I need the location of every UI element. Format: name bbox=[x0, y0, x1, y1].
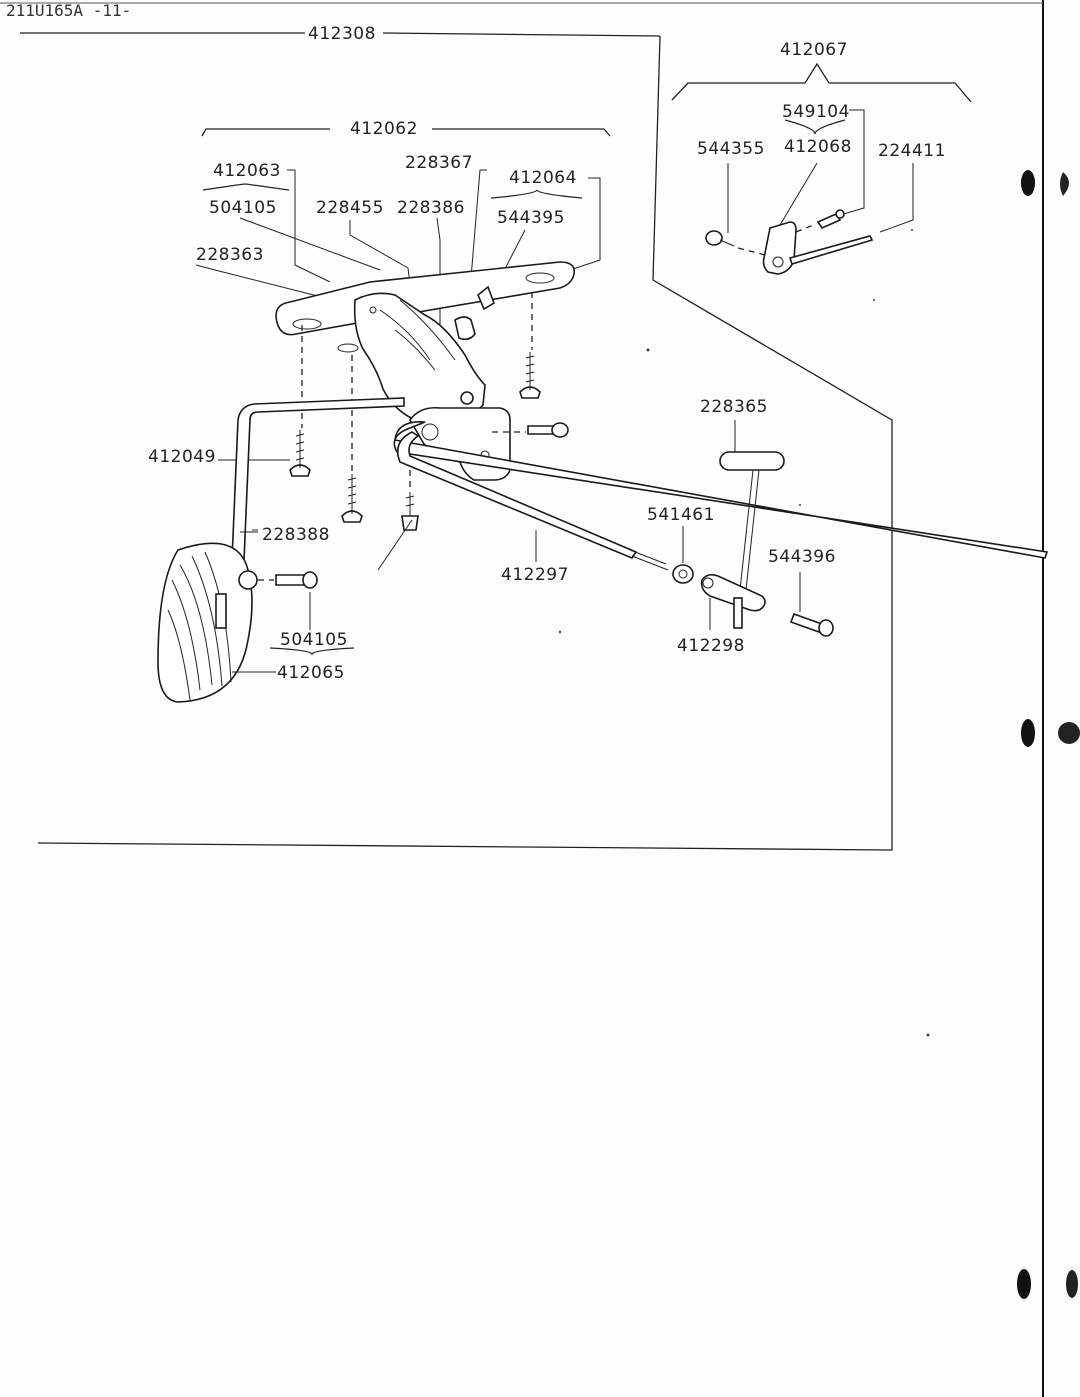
bracket-549104 bbox=[784, 109, 865, 216]
part-412298-clamp bbox=[700, 573, 766, 629]
assembly-frame-412308 bbox=[20, 32, 893, 851]
label-412062: 412062 bbox=[350, 119, 418, 139]
label-228455: 228455 bbox=[316, 198, 384, 218]
part-228386-screw bbox=[527, 422, 569, 438]
part-412068-hinge-plate bbox=[762, 221, 874, 275]
label-541461: 541461 bbox=[647, 505, 715, 525]
part-228365-t-handle bbox=[719, 451, 785, 591]
bracket-412064 bbox=[490, 189, 583, 199]
label-228386: 228386 bbox=[397, 198, 465, 218]
label-412298: 412298 bbox=[677, 636, 745, 656]
leader-228455 bbox=[349, 220, 411, 286]
leader-228367 bbox=[469, 169, 487, 291]
label-228388: 228388 bbox=[262, 525, 330, 545]
leader-412063 bbox=[287, 169, 331, 283]
label-228367: 228367 bbox=[405, 153, 473, 173]
part-412062-knee-lifter-bracket bbox=[275, 261, 576, 481]
part-541461-nut bbox=[672, 564, 694, 584]
part-544395-screw bbox=[519, 352, 541, 399]
leader-412068 bbox=[779, 162, 818, 226]
label-412067: 412067 bbox=[780, 40, 848, 60]
axis-549104 bbox=[795, 223, 817, 233]
label-544355: 544355 bbox=[697, 139, 765, 159]
bracket-412063 bbox=[202, 183, 290, 191]
label-224411: 224411 bbox=[878, 141, 946, 161]
part-544355-screw bbox=[705, 230, 735, 247]
part-412049-screw-a bbox=[289, 430, 311, 477]
bracket-412062 bbox=[201, 128, 611, 137]
label-412049: 412049 bbox=[148, 447, 216, 467]
part-412297-long-rod bbox=[393, 421, 1049, 571]
label-549104: 549104 bbox=[782, 102, 850, 122]
part-412065-knee-pad bbox=[157, 542, 258, 703]
part-549104-screw bbox=[816, 209, 845, 230]
leader-412064 bbox=[569, 177, 601, 271]
binder-holes bbox=[1017, 170, 1080, 1299]
bracket-504105b bbox=[269, 647, 355, 656]
part-228388-rod bbox=[231, 397, 405, 561]
label-412064: 412064 bbox=[509, 168, 577, 188]
label-412308: 412308 bbox=[308, 24, 376, 44]
label-504105-bottom: 504105 bbox=[280, 630, 348, 650]
label-412297: 412297 bbox=[501, 565, 569, 585]
label-544395: 544395 bbox=[497, 208, 565, 228]
label-412068: 412068 bbox=[784, 137, 852, 157]
label-412065: 412065 bbox=[277, 663, 345, 683]
scan-specks bbox=[558, 229, 930, 1037]
document-code: 211U165A -11- bbox=[6, 1, 131, 20]
label-412063: 412063 bbox=[213, 161, 281, 181]
axis-544355 bbox=[737, 247, 766, 256]
label-504105-top: 504105 bbox=[209, 198, 277, 218]
leader-224411 bbox=[879, 163, 914, 233]
bracket-412067 bbox=[671, 62, 972, 103]
part-412049-screw-c bbox=[401, 492, 419, 531]
label-228363: 228363 bbox=[196, 245, 264, 265]
leader-504105a bbox=[239, 217, 381, 271]
label-228365: 228365 bbox=[700, 397, 768, 417]
leader-412049-group bbox=[377, 519, 413, 571]
part-504105-screw bbox=[275, 571, 318, 589]
part-412049-screw-b bbox=[341, 474, 363, 523]
part-544396-screw bbox=[789, 612, 834, 637]
leader-228386 bbox=[436, 217, 441, 360]
label-544396: 544396 bbox=[768, 547, 836, 567]
